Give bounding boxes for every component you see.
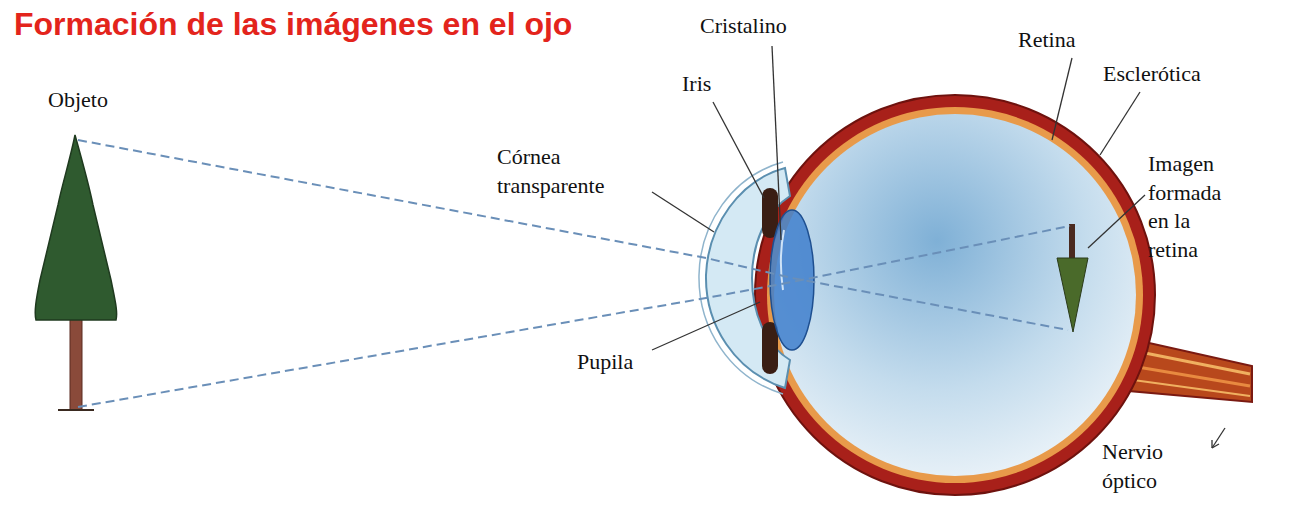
part-label: Objeto (48, 86, 108, 115)
part-label: Córnea transparente (497, 143, 632, 200)
part-label: Iris (682, 70, 711, 99)
tree-object (35, 135, 116, 410)
light-rays (78, 140, 1070, 407)
retina-layer (767, 107, 1143, 483)
part-label: Retina (1018, 26, 1075, 55)
part-label: Cristalino (700, 12, 787, 41)
retinal-image (1057, 224, 1088, 332)
vitreous-body (774, 114, 1136, 476)
part-label: Pupila (577, 348, 633, 377)
sclera (755, 95, 1155, 495)
iris-lower (762, 322, 778, 374)
part-label: Imagen formada en la retina (1148, 150, 1243, 264)
part-label: Nervio óptico (1102, 438, 1197, 495)
leader-lines (652, 46, 1225, 448)
iris-upper (762, 188, 778, 238)
diagram-title: Formación de las imágenes en el ojo (14, 6, 572, 43)
part-label: Esclerótica (1103, 60, 1201, 89)
